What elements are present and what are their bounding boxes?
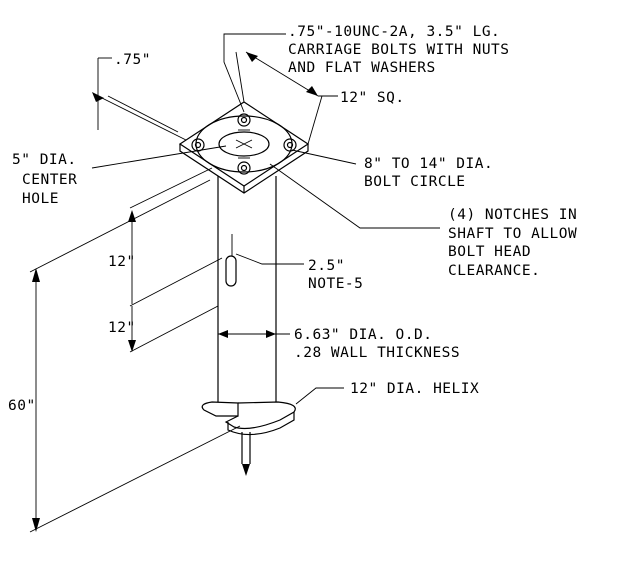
dim-12-upper-label: 12": [108, 254, 136, 270]
carriage-bolts: [191, 113, 297, 175]
bolt-circle-label-line1: 8" TO 14" DIA.: [364, 156, 493, 172]
slot-label-line1: 2.5": [308, 258, 345, 274]
bolts-label-line1: .75"-10UNC-2A, 3.5" LG.: [288, 24, 500, 40]
notches-label-line1: (4) NOTCHES IN: [448, 207, 577, 223]
dim-12-lower-label: 12": [108, 320, 136, 336]
dimension-lines: [29, 33, 440, 533]
notches-label-line3: BOLT HEAD: [448, 244, 531, 260]
labels: .75"-10UNC-2A, 3.5" LG. CARRIAGE BOLTS W…: [8, 24, 577, 414]
notches-label-line4: CLEARANCE.: [448, 263, 540, 279]
bolts-label-line3: AND FLAT WASHERS: [288, 60, 436, 76]
overall-length-label: 60": [8, 398, 36, 414]
bolt-circle-label-line2: BOLT CIRCLE: [364, 174, 466, 190]
plate-size-label: 12" SQ.: [340, 90, 405, 106]
center-hole: [218, 131, 270, 157]
plate-thickness-label: .75": [114, 52, 151, 68]
helix-label: 12" DIA. HELIX: [350, 381, 479, 397]
helix-plate: [201, 401, 296, 476]
center-hole-label-line3: HOLE: [22, 191, 59, 207]
shaft-label-line1: 6.63" DIA. O.D.: [294, 327, 432, 343]
center-hole-label-line2: CENTER: [22, 172, 77, 188]
shaft: [217, 176, 277, 402]
slot-label-line2: NOTE-5: [308, 276, 363, 292]
center-hole-label-line1: 5" DIA.: [12, 152, 77, 168]
bolts-label-line2: CARRIAGE BOLTS WITH NUTS: [288, 42, 510, 58]
shaft-label-line2: .28 WALL THICKNESS: [294, 345, 460, 361]
notches-label-line2: SHAFT TO ALLOW: [448, 226, 577, 242]
